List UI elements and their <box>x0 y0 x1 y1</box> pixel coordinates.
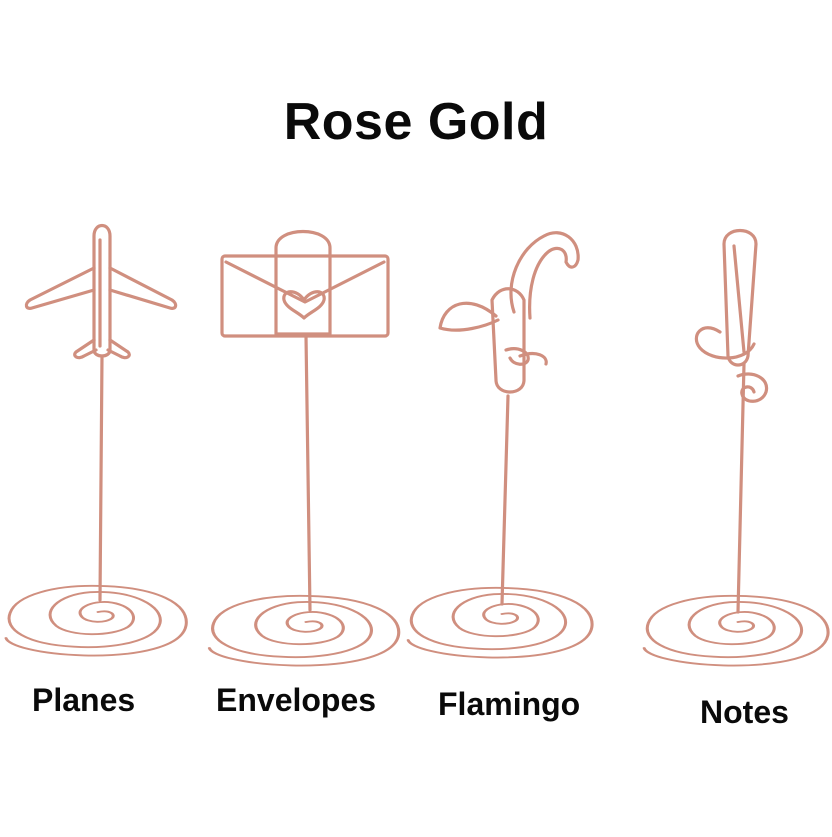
label-planes: Planes <box>32 682 136 718</box>
label-notes: Notes <box>700 694 789 730</box>
flamingo-holder <box>406 231 594 660</box>
label-flamingo: Flamingo <box>438 686 581 722</box>
notes-holder <box>642 229 830 668</box>
planes-holder <box>4 223 188 658</box>
envelopes-holder <box>207 229 401 668</box>
product-title: Rose Gold <box>283 93 549 151</box>
label-envelopes: Envelopes <box>216 682 377 718</box>
